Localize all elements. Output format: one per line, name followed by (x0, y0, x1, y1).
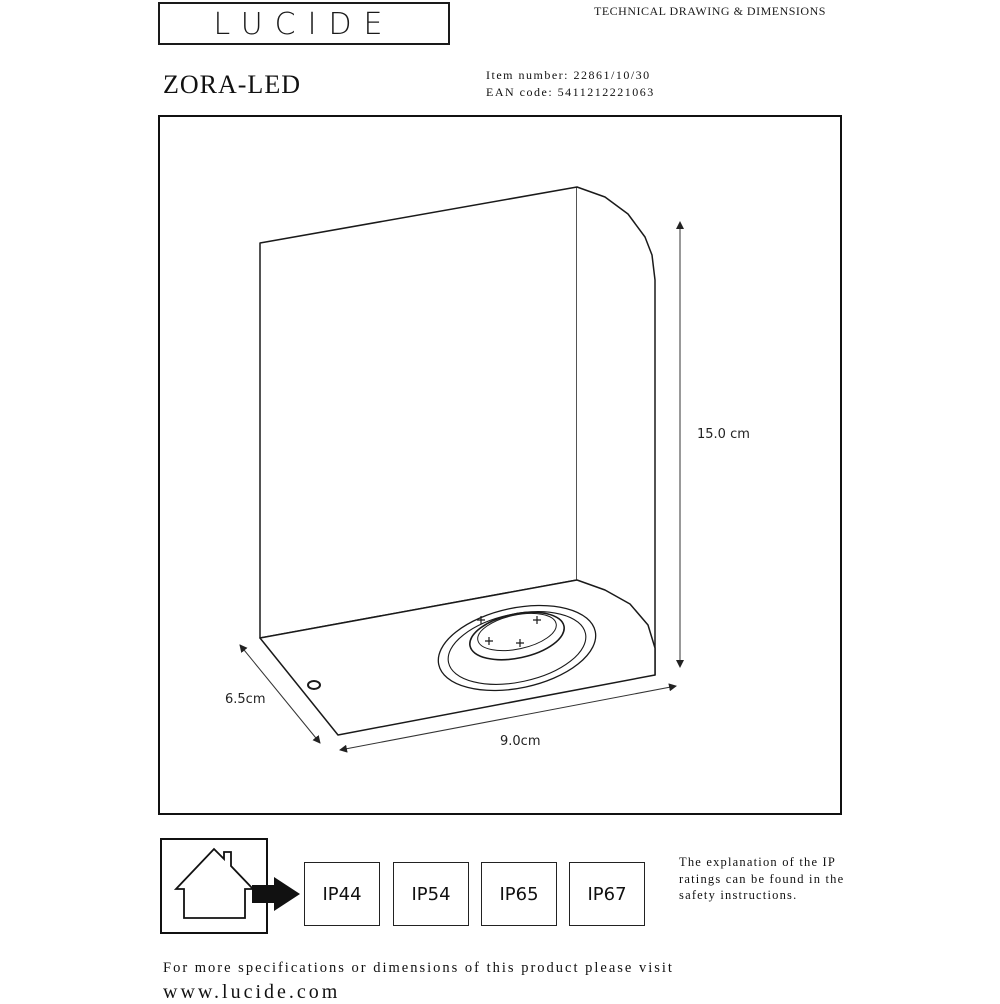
footer-website-link[interactable]: www.lucide.com (163, 981, 341, 1003)
height-dimension-label: 15.0 cm (697, 427, 750, 442)
lamp-body (259, 186, 656, 736)
depth-dimension-label: 6.5cm (225, 692, 266, 707)
depth-dimension-line (239, 644, 321, 744)
lamp-front-face (259, 186, 578, 639)
house-icon (173, 847, 256, 919)
lamp-side-face (576, 186, 656, 676)
width-dimension-line (339, 683, 677, 753)
ip-rating-ip67: IP67 (569, 862, 645, 926)
ip-rating-ip54: IP54 (393, 862, 469, 926)
ip-explanation-note: The explanation of the IP ratings can be… (679, 855, 845, 902)
ean-code: EAN code: 5411212221063 (486, 85, 655, 99)
sensor-dot (307, 680, 321, 690)
indoor-outdoor-pictogram-box (160, 838, 268, 934)
ip-rating-ip44: IP44 (304, 862, 380, 926)
brand-logo-text: LUCIDE (213, 7, 395, 42)
arrow-icon (252, 877, 300, 911)
item-number: Item number: 22861/10/30 (486, 68, 651, 82)
width-dimension-label: 9.0cm (500, 734, 541, 749)
footer-text: For more specifications or dimensions of… (163, 960, 674, 976)
technical-drawing-frame (158, 115, 842, 815)
ip-rating-ip65: IP65 (481, 862, 557, 926)
brand-logo: LUCIDE (158, 2, 450, 45)
led-screws (477, 616, 541, 647)
product-name: ZORA-LED (163, 70, 301, 99)
document-type: TECHNICAL DRAWING & DIMENSIONS (594, 4, 826, 18)
